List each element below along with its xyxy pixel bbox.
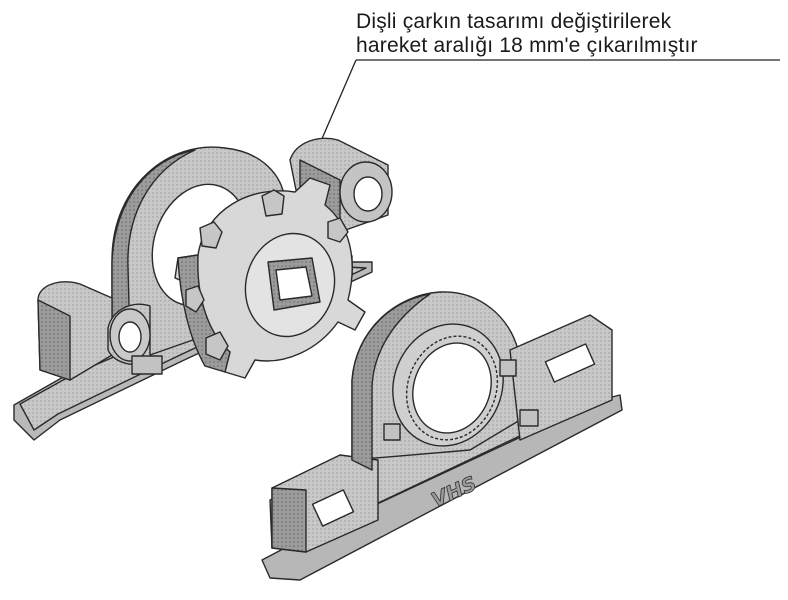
gear-tooth-upper-left [199,221,223,249]
right-left-slot [311,489,355,527]
annotation-line-2: hareket aralığı 18 mm'e çıkarılmıştır [356,34,698,57]
right-tab-2 [499,359,517,377]
gear [174,177,366,379]
gear-square-hole-inner [275,266,313,301]
right-bearing-race [405,335,499,441]
gear-tooth-top [261,189,285,217]
left-bushing [107,303,151,366]
right-tab-1 [383,423,401,441]
right-bearing-inner [412,342,492,434]
right-assembly: VHS [261,291,623,581]
right-right-slot [544,343,596,383]
left-pillar-dark [37,299,71,381]
left-arch-side [111,149,196,341]
right-tab-3 [519,409,539,427]
gear-tooth-bottom-left [205,331,229,361]
right-left-block-shade [271,487,307,553]
annotation-line-1: Dişli çarkın tasarımı değiştirilerek [356,10,672,33]
left-assembly [13,137,393,441]
right-arch-shade [351,293,431,471]
gear-tooth-left [185,285,205,313]
annotation-text: Dişli çarkın tasarımı değiştirilerek har… [356,10,698,58]
left-clip-1 [131,355,163,375]
gear-tooth-right [327,217,349,243]
